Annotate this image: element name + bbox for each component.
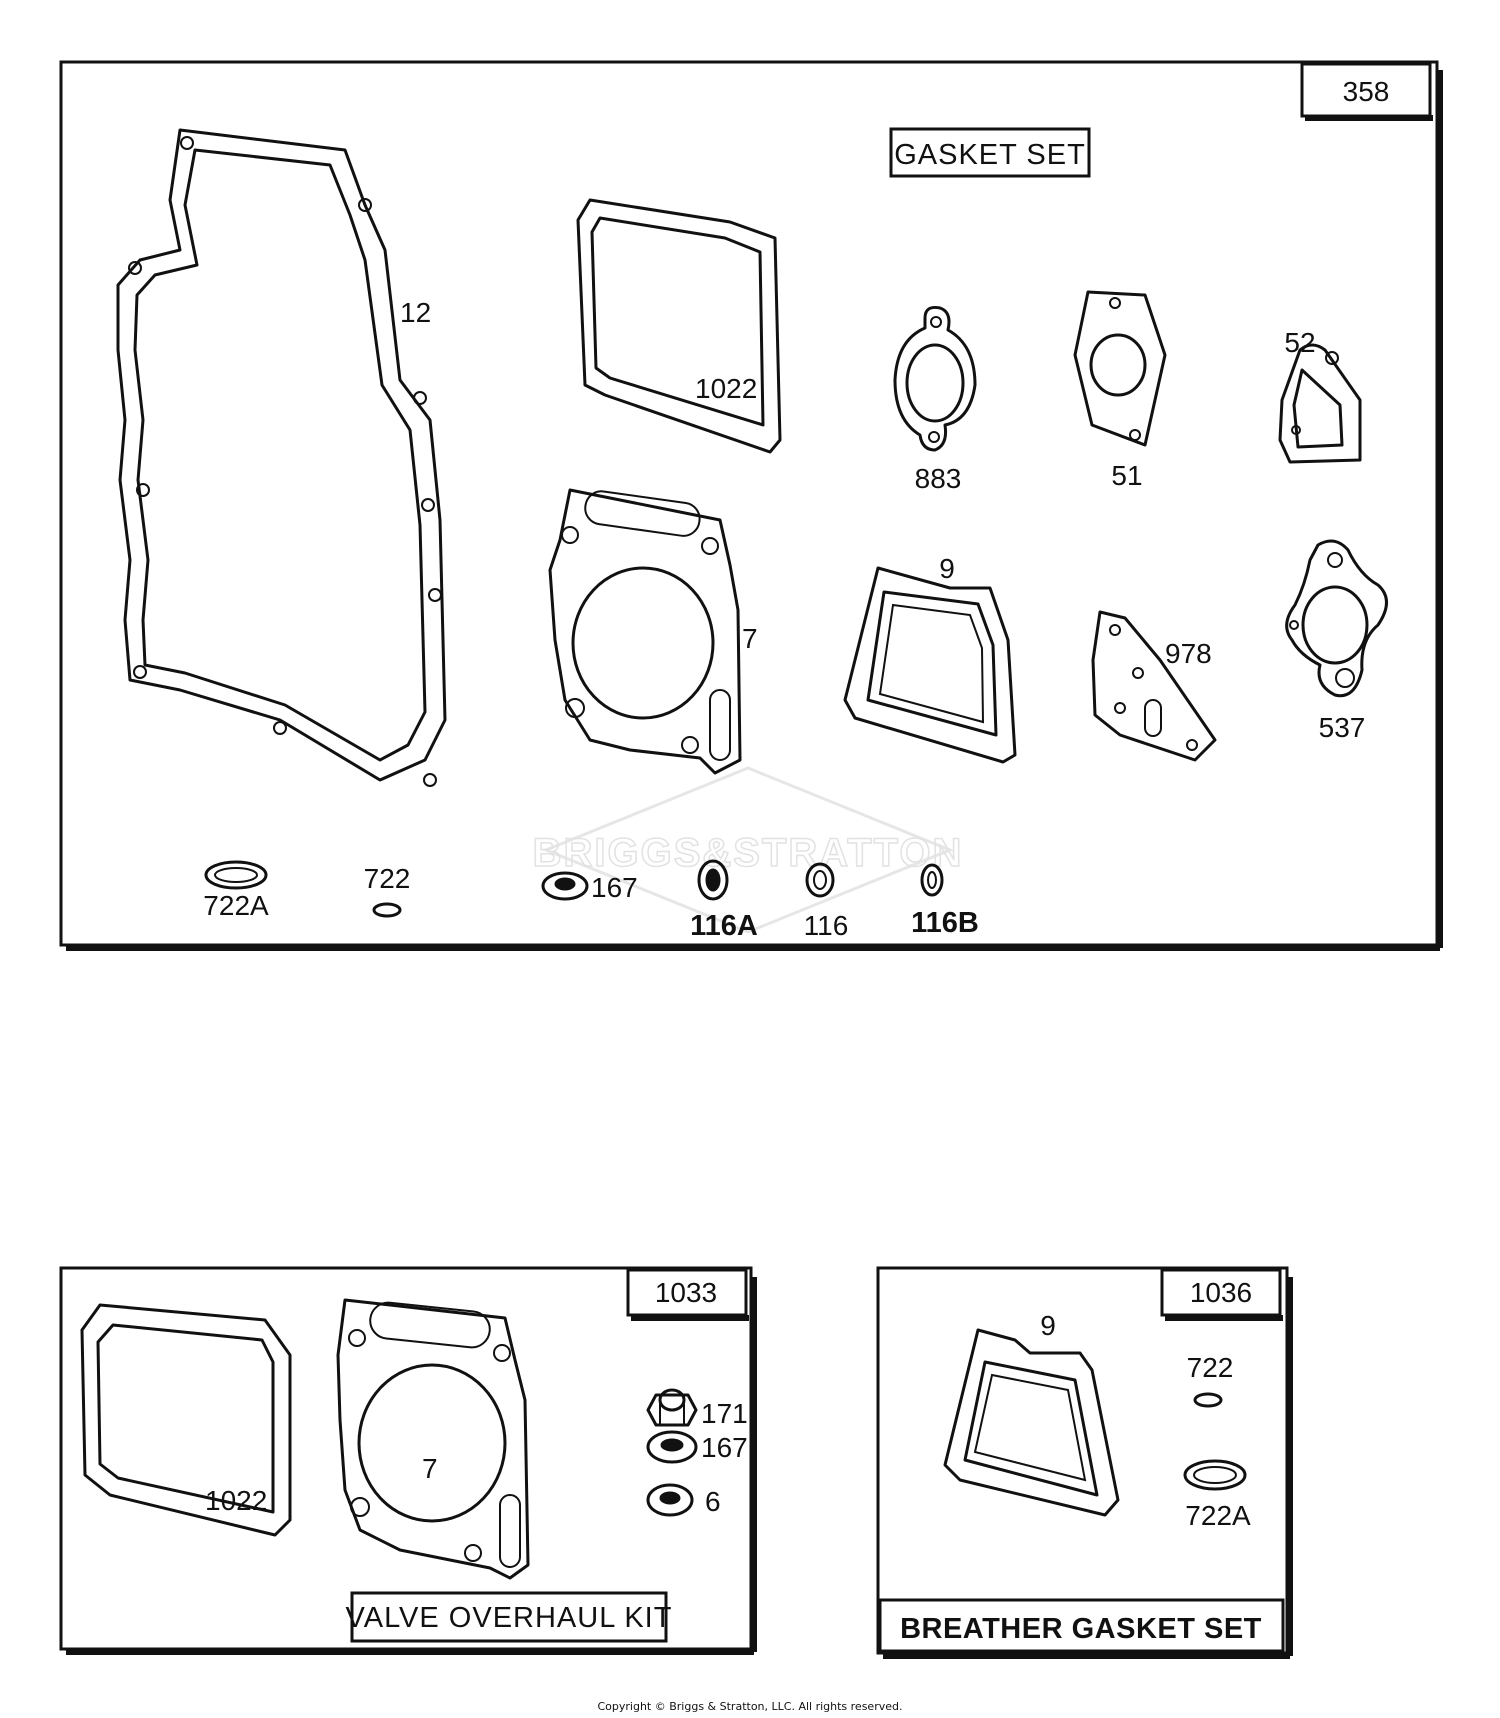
ref-number: 358 [1343, 76, 1390, 107]
rocker-cover-gasket-part-1022: 1022 [80, 1303, 292, 1537]
part-label-167: 167 [701, 1432, 748, 1463]
oring-part-722A: 722A [1183, 1459, 1251, 1531]
part-label-116: 116 [804, 910, 849, 941]
part-label-167: 167 [591, 872, 638, 903]
brand-watermark: BRIGGS&STRATTON [532, 766, 964, 934]
ref-box-358: 358 [1300, 62, 1433, 121]
valve-kit-title-box: VALVE OVERHAUL KIT [346, 1591, 673, 1643]
breather-gasket-part-9: 9 [943, 1310, 1120, 1517]
seal-part-116: 116 [804, 862, 849, 941]
seal-part-167: 167 [541, 871, 638, 903]
seal-part-116A: 116A [690, 859, 758, 942]
part-label-722: 722 [1187, 1352, 1234, 1383]
panel-title: GASKET SET [894, 139, 1086, 171]
seal-part-6: 6 [646, 1483, 721, 1517]
gasket-part-978: 978 [1091, 610, 1217, 762]
gasket-part-52: 52 [1278, 327, 1362, 464]
oring-part-722: 722 [364, 863, 411, 918]
part-label-52: 52 [1284, 327, 1315, 358]
panel-title: BREATHER GASKET SET [900, 1613, 1262, 1645]
copyright-notice: Copyright © Briggs & Stratton, LLC. All … [598, 1700, 903, 1713]
gasket-part-883: 883 [893, 306, 977, 494]
part-label-116B: 116B [911, 907, 979, 939]
panel-title: VALVE OVERHAUL KIT [346, 1602, 673, 1634]
part-label-722A: 722A [203, 890, 269, 921]
cylinder-head-gasket-part-7: 7 [336, 1298, 530, 1580]
ref-number: 1033 [655, 1277, 717, 1308]
breather-gasket-set-panel: 1036 9 722 722A BREATHER GASKET SET [876, 1266, 1293, 1659]
part-label-978: 978 [1165, 638, 1212, 669]
part-label-1022: 1022 [205, 1485, 267, 1516]
part-label-116A: 116A [690, 910, 758, 942]
oring-part-722: 722 [1187, 1352, 1234, 1408]
cylinder-head-gasket-part-7: 7 [548, 488, 758, 775]
valve-overhaul-kit-panel: 1033 1022 7 171 167 [59, 1266, 757, 1655]
part-label-12: 12 [400, 297, 431, 328]
valve-kit-frame [59, 1266, 753, 1651]
crankcase-gasket-part-12: 12 [116, 128, 447, 787]
part-label-722A: 722A [1185, 1500, 1251, 1531]
breather-kit-title-box: BREATHER GASKET SET [878, 1598, 1285, 1653]
rocker-cover-gasket-part-1022: 1022 [576, 198, 782, 454]
ref-number: 1036 [1190, 1277, 1252, 1308]
ref-box-1033: 1033 [626, 1268, 749, 1321]
seal-part-116B: 116B [911, 863, 979, 939]
part-label-51: 51 [1111, 460, 1142, 491]
gasket-set-panel: 358 GASKET SET BRIGGS&STRATTON 12 [59, 60, 1443, 951]
watermark-text: BRIGGS&STRATTON [533, 831, 964, 875]
part-label-883: 883 [915, 463, 962, 494]
seal-part-167: 167 [646, 1430, 748, 1464]
gasket-part-51: 51 [1073, 290, 1167, 491]
part-label-1022: 1022 [695, 373, 757, 404]
oring-part-722A: 722A [203, 860, 269, 921]
gasket-set-title-box: GASKET SET [889, 127, 1091, 178]
ref-box-1036: 1036 [1160, 1268, 1283, 1321]
part-label-7: 7 [422, 1453, 438, 1484]
breather-gasket-part-9: 9 [843, 553, 1017, 764]
breather-kit-frame [876, 1266, 1289, 1655]
gasket-set-frame [59, 60, 1439, 947]
gasket-part-537: 537 [1285, 539, 1388, 743]
part-label-171: 171 [701, 1398, 748, 1429]
part-label-9: 9 [1040, 1310, 1056, 1341]
part-label-537: 537 [1319, 712, 1366, 743]
part-label-9: 9 [939, 553, 955, 584]
part-label-7: 7 [742, 623, 758, 654]
part-label-6: 6 [705, 1486, 721, 1517]
nut-part-171: 171 [646, 1388, 748, 1429]
part-label-722: 722 [364, 863, 411, 894]
